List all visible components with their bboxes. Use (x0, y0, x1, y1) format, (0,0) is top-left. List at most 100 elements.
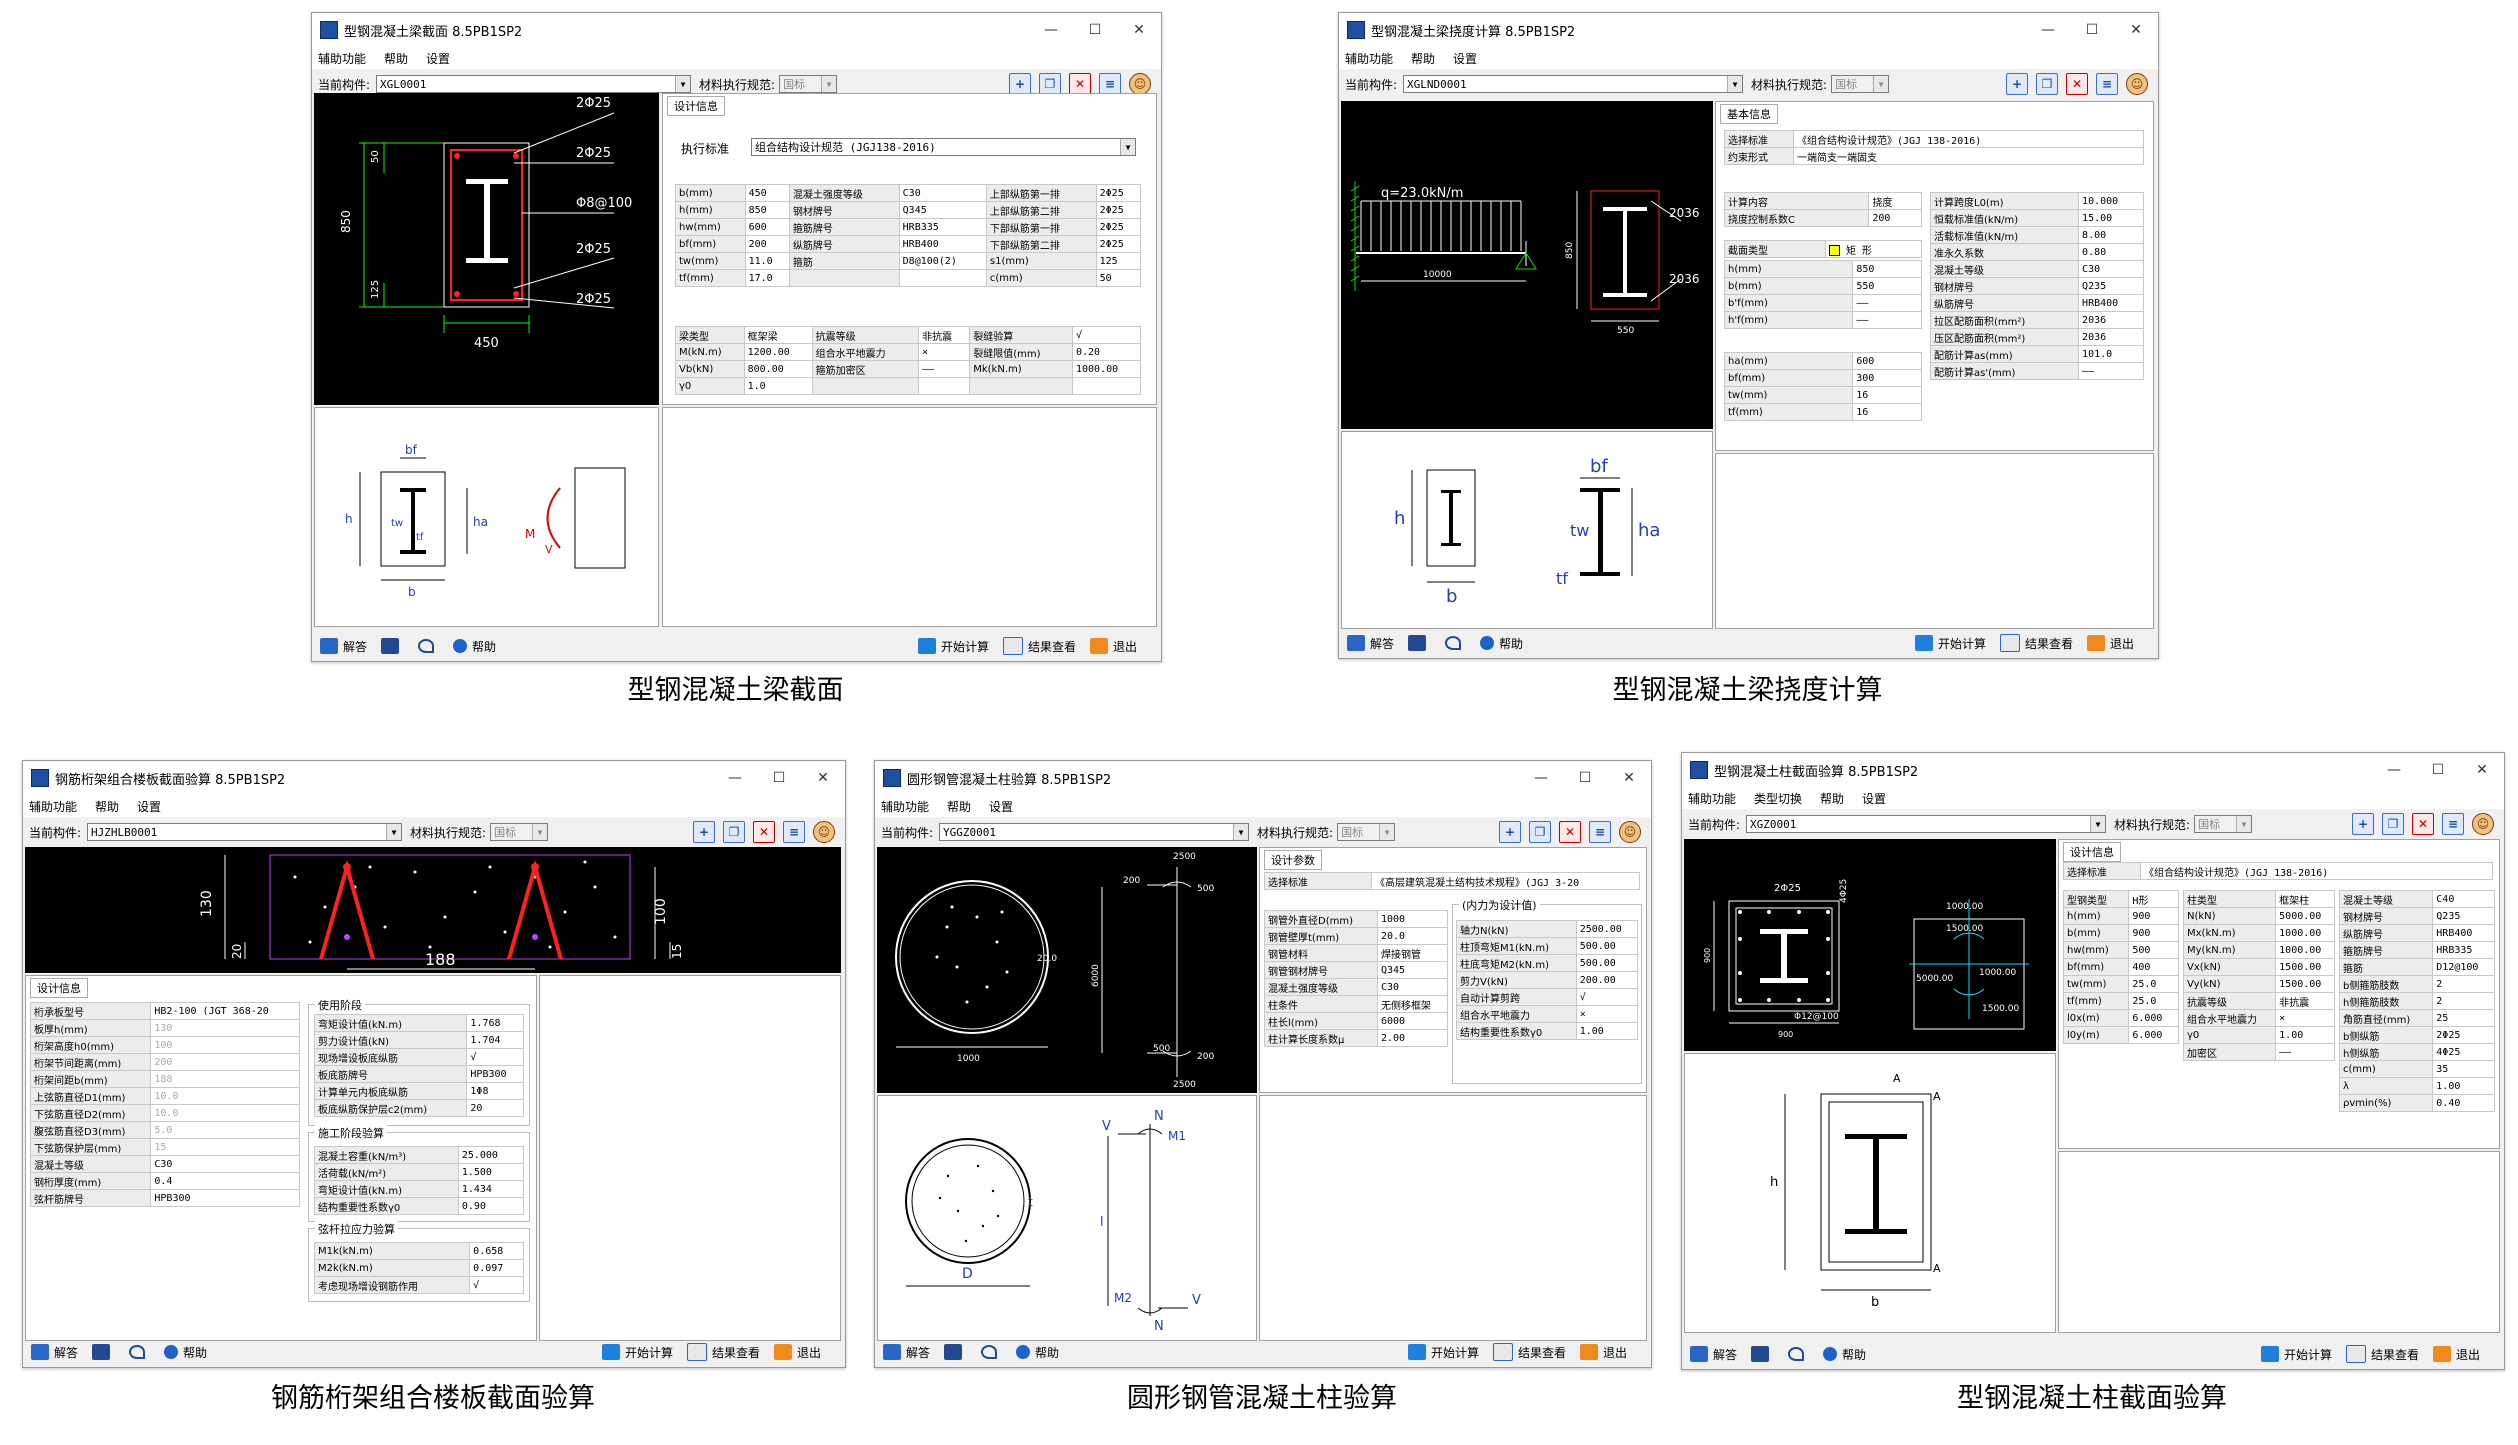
param-value[interactable]: 6.000 (2128, 1026, 2179, 1044)
param-value[interactable]: 25.000 (457, 1146, 525, 1164)
param-value[interactable]: C30 (150, 1155, 300, 1173)
close-icon[interactable]: ✕ (2130, 22, 2142, 38)
maximize-icon[interactable]: ☐ (2431, 762, 2445, 778)
param-value[interactable]: × (1575, 1005, 1639, 1023)
param-value[interactable]: 2.00 (1376, 1029, 1449, 1047)
param-value[interactable]: 1.704 (466, 1031, 524, 1049)
param-value[interactable]: 200 (150, 1053, 300, 1071)
param-value[interactable]: 200 (1868, 209, 1922, 227)
help-button[interactable]: 帮助 (1480, 635, 1523, 652)
undo-button[interactable] (418, 639, 439, 653)
title-bar[interactable]: 圆形钢管混凝土柱验算 8.5PB1SP2 —☐✕ (875, 761, 1651, 795)
avatar-icon[interactable]: ☺ (1129, 73, 1151, 95)
menu-settings[interactable]: 设置 (137, 799, 162, 814)
maximize-icon[interactable]: ☐ (772, 770, 786, 786)
menu-help[interactable]: 帮助 (95, 799, 120, 814)
material-select[interactable]: 国标▼ (2194, 815, 2253, 833)
param-value[interactable]: 25.0 (2128, 975, 2179, 993)
param-value[interactable]: 850 (744, 201, 790, 219)
param-value[interactable]: 8.00 (2078, 226, 2144, 244)
param-value[interactable]: 500 (2128, 941, 2179, 959)
exit-button[interactable]: 退出 (1579, 1344, 1627, 1361)
param-value[interactable]: √ (466, 1048, 524, 1066)
copy-icon[interactable]: ❐ (1529, 821, 1551, 843)
menu-help[interactable]: 帮助 (947, 799, 972, 814)
help-button[interactable]: 帮助 (164, 1344, 207, 1361)
current-component-select[interactable]: XGLND0001▼ (1403, 75, 1744, 93)
avatar-icon[interactable]: ☺ (2126, 73, 2148, 95)
answer-button[interactable]: 解答 (1690, 1346, 1737, 1363)
delete-icon[interactable]: ✕ (1559, 821, 1581, 843)
minimize-icon[interactable]: — (1044, 22, 1058, 38)
close-icon[interactable]: ✕ (2476, 762, 2488, 778)
copy-icon[interactable]: ❐ (723, 821, 745, 843)
delete-icon[interactable]: ✕ (2412, 813, 2434, 835)
title-bar[interactable]: 型钢混凝土梁截面 8.5PB1SP2 —☐✕ (312, 13, 1161, 47)
param-value[interactable]: 188 (150, 1070, 300, 1088)
param-value[interactable]: HPB300 (466, 1065, 524, 1083)
param-value[interactable]: 无侧移框架 (1376, 995, 1449, 1013)
menu-aux[interactable]: 辅助功能 (318, 51, 367, 66)
param-value[interactable]: 450 (744, 184, 790, 202)
answer-button[interactable]: 解答 (320, 638, 367, 655)
param-value[interactable]: 500.00 (1575, 954, 1639, 972)
maximize-icon[interactable]: ☐ (1578, 770, 1592, 786)
maximize-icon[interactable]: ☐ (1088, 22, 1102, 38)
param-value[interactable]: HRB335 (898, 218, 987, 236)
param-value[interactable]: 550 (1852, 277, 1922, 295)
std-select[interactable]: 组合结构设计规范 (JGJ138-2016)▼ (751, 138, 1136, 156)
answer-button[interactable]: 解答 (1347, 635, 1394, 652)
param-value[interactable]: 挠度 (1868, 192, 1922, 210)
param-value[interactable]: 1.434 (457, 1180, 525, 1198)
param-value[interactable]: C30 (1376, 978, 1449, 996)
close-icon[interactable]: ✕ (817, 770, 829, 786)
param-value[interactable]: 1.768 (466, 1014, 524, 1032)
help-button[interactable]: 帮助 (1016, 1344, 1059, 1361)
param-value[interactable]: √ (1575, 988, 1639, 1006)
param-value[interactable]: 2036 (2078, 328, 2144, 346)
report-icon[interactable]: ≡ (1589, 821, 1611, 843)
param-value[interactable]: 6000 (1376, 1012, 1449, 1030)
avatar-icon[interactable]: ☺ (1619, 821, 1641, 843)
material-select[interactable]: 国标▼ (779, 75, 838, 93)
param-value[interactable]: HPB300 (150, 1189, 300, 1207)
close-icon[interactable]: ✕ (1133, 22, 1145, 38)
answer-button[interactable]: 解答 (883, 1344, 930, 1361)
delete-icon[interactable]: ✕ (2066, 73, 2088, 95)
avatar-icon[interactable]: ☺ (813, 821, 835, 843)
param-value[interactable]: 11.0 (744, 252, 790, 270)
param-value[interactable]: 35 (2432, 1060, 2495, 1078)
std-select[interactable]: 《组合结构设计规范》(JGJ 138-2016) (2140, 862, 2493, 880)
material-select[interactable]: 国标▼ (1337, 823, 1396, 841)
undo-button[interactable] (981, 1345, 1002, 1359)
current-component-select[interactable]: HJZHLB0001▼ (87, 823, 403, 841)
calc-button[interactable]: 开始计算 (601, 1344, 673, 1361)
param-value[interactable]: —— (918, 360, 971, 378)
current-component-select[interactable]: XGZ0001▼ (1746, 815, 2107, 833)
param-value[interactable]: 10.0 (150, 1087, 300, 1105)
copy-icon[interactable]: ❐ (2382, 813, 2404, 835)
param-value[interactable]: C30 (898, 184, 987, 202)
minimize-icon[interactable]: — (728, 770, 742, 786)
menu-aux[interactable]: 辅助功能 (1688, 791, 1737, 806)
exit-button[interactable]: 退出 (2432, 1346, 2480, 1363)
param-value[interactable]: 1000 (1376, 910, 1449, 928)
param-value[interactable] (918, 377, 971, 395)
param-value[interactable]: √ (1071, 326, 1142, 344)
param-value[interactable]: 非抗震 (918, 326, 971, 344)
param-value[interactable]: 5.0 (150, 1121, 300, 1139)
cad-column-view[interactable]: 2Φ25 4Φ25 Φ12@100 900 900 1000.00 1500.0… (1684, 839, 2056, 1051)
param-value[interactable]: 1.00 (1575, 1022, 1639, 1040)
param-value[interactable]: × (918, 343, 971, 361)
param-value[interactable]: 800.00 (743, 360, 813, 378)
view-result-button[interactable]: 结果查看 (1492, 1343, 1566, 1361)
param-value[interactable]: 0.658 (469, 1242, 524, 1260)
param-value[interactable]: 15 (150, 1138, 300, 1156)
param-value[interactable] (898, 269, 987, 287)
param-value[interactable]: 2Φ25 (2432, 1026, 2495, 1044)
param-value[interactable]: 非抗震 (2275, 992, 2335, 1010)
param-value[interactable]: 2 (2432, 975, 2495, 993)
param-value[interactable]: 25.0 (2128, 992, 2179, 1010)
std-select[interactable]: 《高层建筑混凝土结构技术规程》(JGJ 3-20 (1371, 872, 1640, 890)
param-value[interactable]: 1000.00 (2275, 924, 2335, 942)
